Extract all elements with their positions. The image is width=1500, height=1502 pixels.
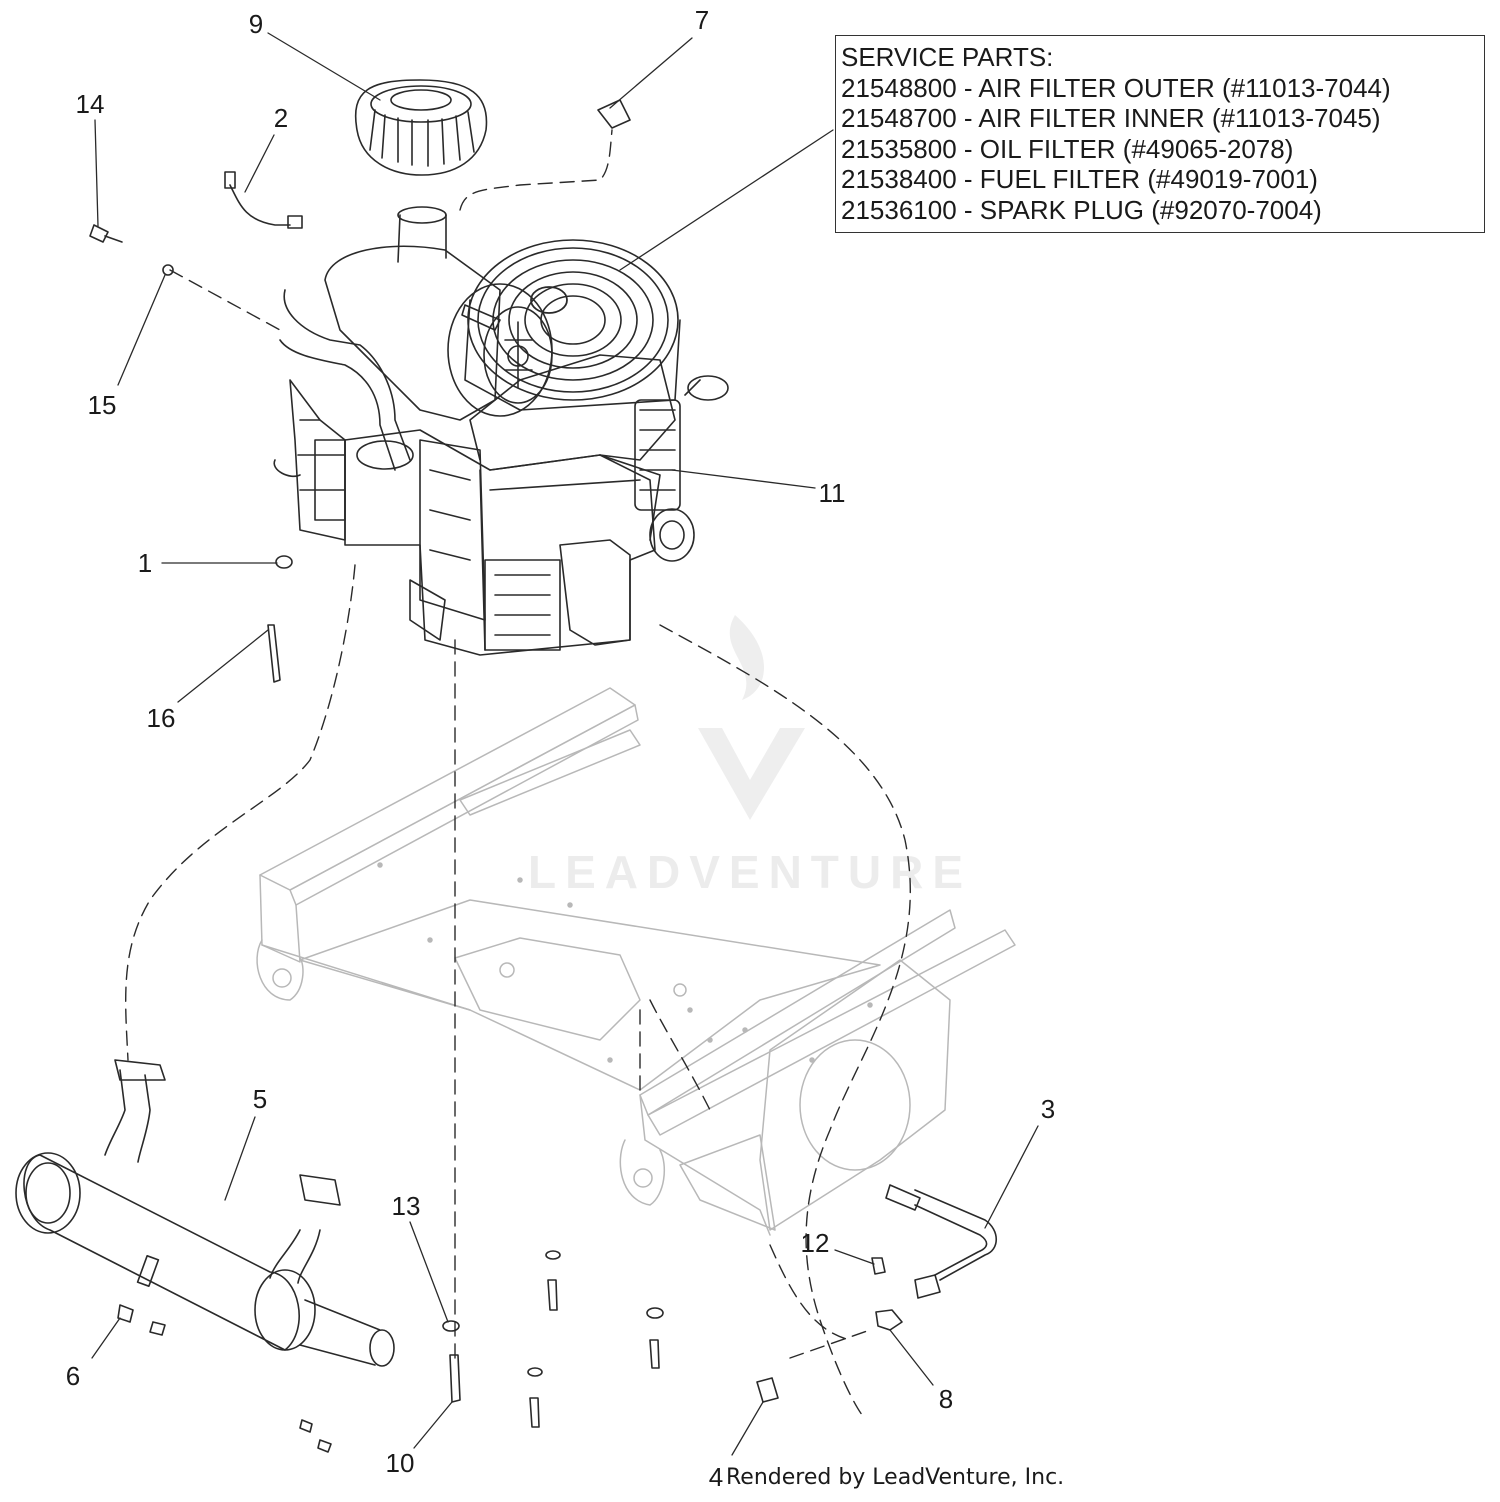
fuel-line — [885, 1184, 998, 1299]
callout-4: 4 — [708, 1462, 724, 1492]
tube-16 — [267, 624, 281, 683]
callout-11: 11 — [818, 478, 846, 508]
muffler — [15, 1059, 395, 1367]
engine-assembly — [273, 206, 729, 656]
service-part-line: 21548800 - AIR FILTER OUTER (#11013-7044… — [841, 72, 1391, 103]
callout-12: 12 — [800, 1228, 830, 1258]
bolt-14 — [89, 224, 123, 243]
service-part-line: 21548700 - AIR FILTER INNER (#11013-7045… — [841, 103, 1381, 133]
leader-lines — [91, 32, 1039, 1456]
wire-harness-part — [229, 184, 291, 226]
callout-3: 3 — [1040, 1094, 1056, 1124]
callout-8: 8 — [938, 1384, 954, 1414]
clip-part — [597, 99, 631, 129]
callout-14: 14 — [75, 89, 105, 119]
callout-2: 2 — [273, 103, 289, 133]
callout-5: 5 — [252, 1084, 268, 1114]
assembly-dashed-lines — [125, 129, 911, 1419]
service-part-line: 21536100 - SPARK PLUG (#92070-7004) — [841, 194, 1322, 225]
service-parts-box: SERVICE PARTS: 21548800 - AIR FILTER OUT… — [835, 35, 1485, 233]
watermark-text: LEADVENTURE — [527, 846, 973, 898]
callout-15: 15 — [87, 390, 117, 420]
callout-1: 1 — [137, 548, 153, 578]
callout-10: 10 — [385, 1448, 415, 1478]
callout-6: 6 — [65, 1361, 81, 1391]
air-filter-cover — [354, 79, 488, 176]
callout-13: 13 — [391, 1191, 421, 1221]
callout-7: 7 — [694, 5, 710, 35]
callout-16: 16 — [146, 703, 176, 733]
service-part-line: 21538400 - FUEL FILTER (#49019-7001) — [841, 164, 1318, 194]
render-credit: Rendered by LeadVenture, Inc. — [726, 1465, 1065, 1490]
service-parts-heading: SERVICE PARTS: — [841, 42, 1054, 72]
callout-9: 9 — [248, 9, 264, 39]
mounting-frame — [256, 687, 1016, 1236]
service-part-line: 21535800 - OIL FILTER (#49065-2078) — [841, 133, 1294, 164]
